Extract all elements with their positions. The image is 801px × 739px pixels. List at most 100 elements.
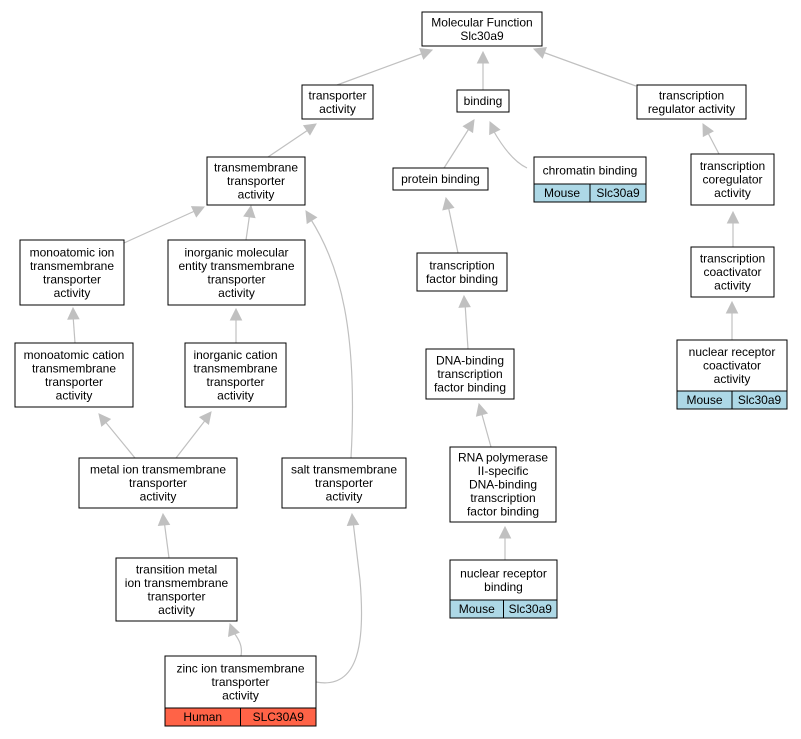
arrowhead-icon: [532, 47, 547, 59]
term-label-line: DNA-binding: [436, 354, 504, 368]
nodes-layer: Molecular FunctionSlc30a9transporteracti…: [14, 11, 788, 727]
edge-2: [532, 47, 637, 87]
term-label-line: II-specific: [478, 464, 529, 478]
term-label-line: DNA-binding: [469, 478, 537, 492]
term-box: [416, 252, 508, 292]
term-label-line: coregulator: [702, 173, 762, 187]
edge-line: [706, 130, 720, 155]
edge-10: [726, 210, 740, 247]
edge-16: [175, 411, 212, 459]
term-label-line: regulator activity: [648, 102, 735, 116]
term-box: [421, 11, 543, 47]
edge-9: [442, 196, 459, 254]
go-term-nuclear-receptor-coactivator-activity[interactable]: nuclear receptorcoactivatoractivityMouse…: [676, 339, 788, 410]
go-term-binding[interactable]: binding: [456, 89, 510, 113]
term-label-line: activity: [140, 490, 177, 504]
term-box: [206, 156, 306, 206]
edge-line: [447, 204, 459, 254]
species-label: Human: [183, 710, 222, 724]
term-label-line: transcription: [437, 367, 502, 381]
term-label-line: transporter: [147, 589, 205, 603]
term-label-line: transporter: [227, 174, 285, 188]
edge-line: [102, 418, 136, 459]
term-label-line: activity: [714, 372, 751, 386]
term-label-line: binding: [484, 580, 523, 594]
gene-cell: [589, 183, 647, 203]
edge-line: [267, 127, 312, 158]
term-label-line: transcription: [470, 491, 535, 505]
term-label-line: coactivator: [703, 359, 761, 373]
arrowhead-icon: [458, 294, 471, 308]
term-box: [690, 246, 775, 298]
go-term-protein-binding[interactable]: protein binding: [392, 167, 489, 191]
arrowhead-icon: [498, 525, 512, 539]
term-label-line: transmembrane: [214, 161, 298, 175]
go-term-monoatomic-ion-tt-activity[interactable]: monoatomic iontransmembranetransporterac…: [19, 239, 125, 306]
arrowhead-icon: [190, 206, 206, 218]
go-term-inorganic-cation-tt-activity[interactable]: inorganic cationtransmembranetransporter…: [184, 342, 287, 408]
term-label-line: zinc ion transmembrane: [176, 662, 304, 676]
term-label-line: protein binding: [401, 172, 480, 186]
edge-line: [315, 520, 363, 684]
term-box: [167, 239, 306, 306]
term-label-line: nuclear receptor: [460, 566, 547, 580]
term-label-line: monoatomic cation: [24, 348, 125, 362]
term-box: [425, 348, 515, 400]
edge-1: [476, 50, 490, 90]
gene-label: SLC30A9: [253, 710, 305, 724]
term-box: [78, 457, 238, 509]
arrowhead-icon: [67, 306, 80, 320]
term-label-line: transporter: [315, 476, 373, 490]
go-term-rna-pol-ii-dna-binding-tf-binding[interactable]: RNA polymeraseII-specificDNA-bindingtran…: [449, 446, 557, 523]
edge-19: [157, 512, 171, 559]
term-label-line: salt transmembrane: [291, 463, 397, 477]
term-label-line: activity: [714, 279, 751, 293]
go-term-metal-ion-tt-activity[interactable]: metal ion transmembranetransporteractivi…: [78, 457, 238, 509]
edge-8: [243, 204, 256, 241]
term-label-line: Molecular Function: [431, 15, 532, 29]
term-label-line: activity: [217, 388, 254, 402]
gene-label: Slc30a9: [596, 186, 640, 200]
term-label-line: coactivator: [703, 265, 761, 279]
edge-line: [163, 519, 170, 559]
term-label-line: nuclear receptor: [689, 345, 776, 359]
arrowhead-icon: [98, 413, 112, 427]
term-box: [392, 167, 489, 191]
term-box: [14, 342, 134, 408]
term-label-line: entity transmembrane: [178, 259, 294, 273]
term-label-line: transporter: [207, 272, 265, 286]
term-label-line: transition metal: [136, 562, 217, 576]
arrowhead-icon: [702, 123, 714, 138]
gene-cell: [731, 390, 788, 410]
edge-line: [492, 129, 528, 169]
term-label-line: monoatomic ion: [30, 245, 115, 259]
term-box: [115, 557, 238, 622]
go-term-zinc-ion-tt-activity[interactable]: zinc ion transmembranetransporteractivit…: [164, 655, 317, 727]
edge-line: [443, 126, 471, 169]
term-box: [456, 89, 510, 113]
arrowhead-icon: [305, 210, 318, 225]
term-label-line: binding: [464, 94, 503, 108]
go-term-monoatomic-cation-tt-activity[interactable]: monoatomic cationtransmembranetransporte…: [14, 342, 134, 408]
term-label-line: transmembrane: [30, 259, 114, 273]
term-label-line: RNA polymerase: [458, 451, 548, 465]
arrowhead-icon: [346, 512, 360, 527]
edges-layer: [67, 47, 740, 684]
edge-15: [98, 413, 136, 459]
term-label-line: transporter: [308, 88, 366, 102]
edge-20: [498, 525, 512, 560]
edge-21: [228, 622, 243, 657]
